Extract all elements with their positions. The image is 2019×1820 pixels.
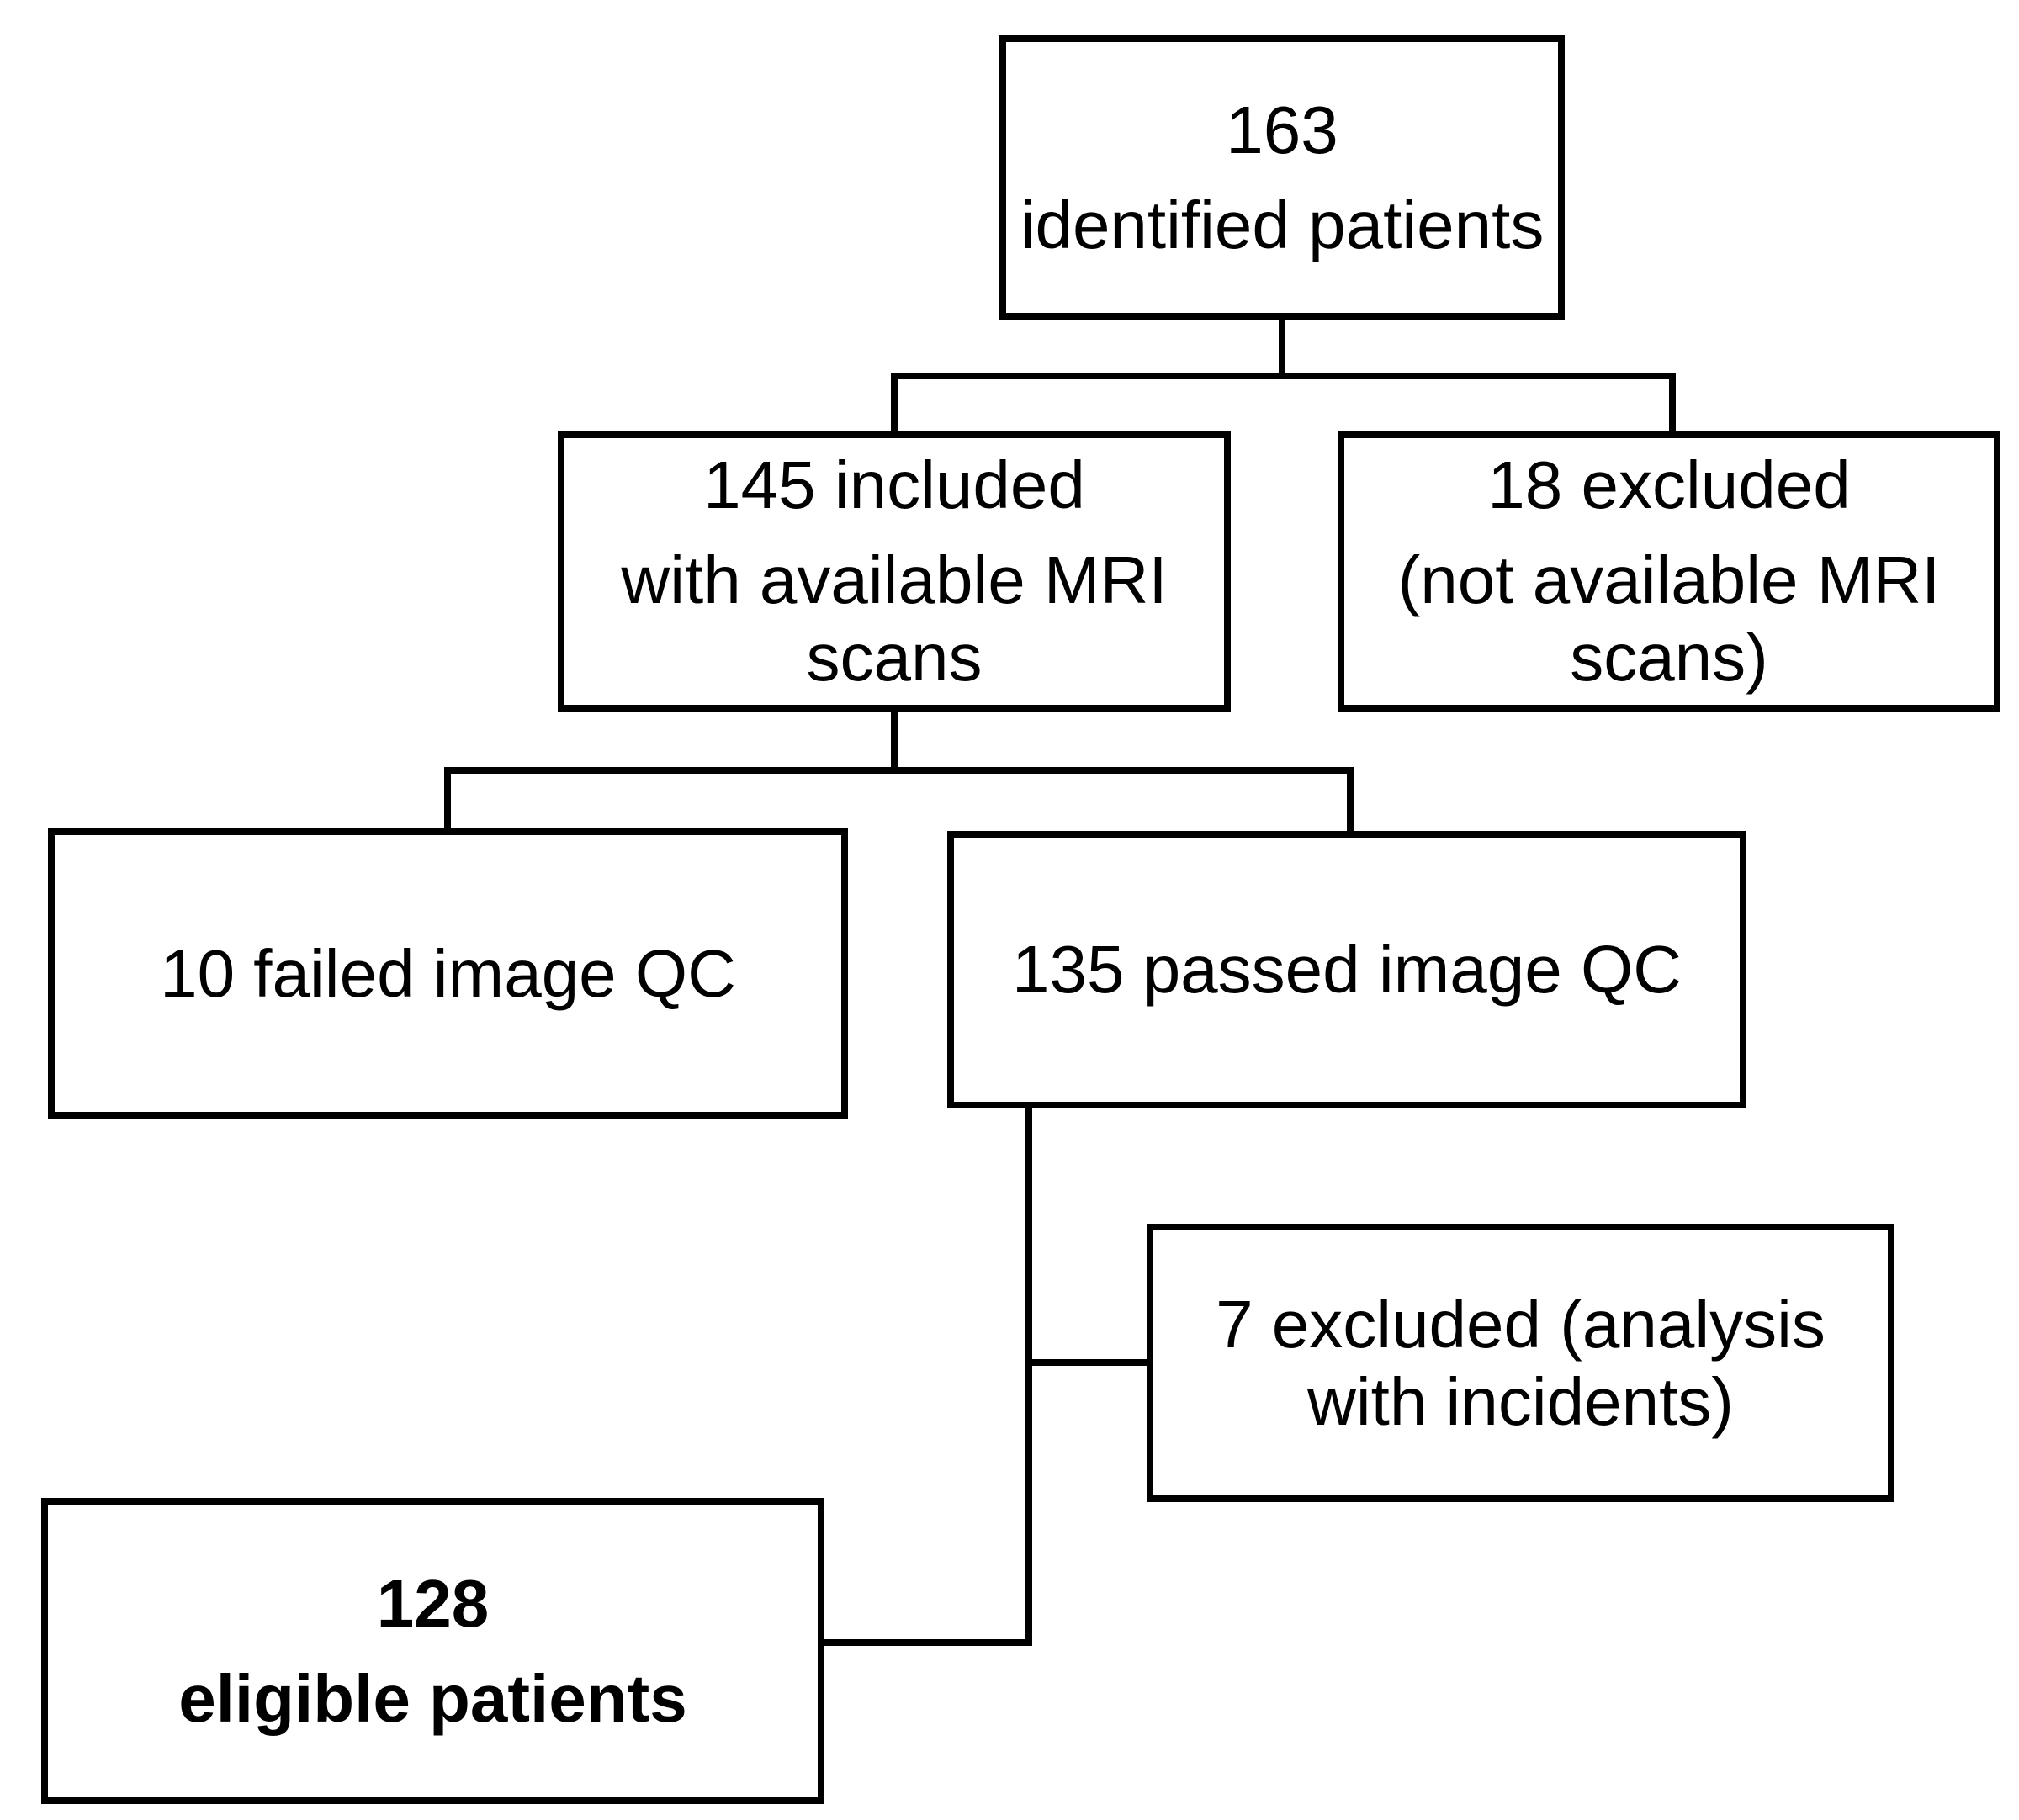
identified-count: 163 <box>1226 92 1338 167</box>
box-included-mri: 145 included with available MRI scans <box>558 431 1231 712</box>
eligible-label: eligible patients <box>178 1660 687 1736</box>
included-label-1: with available MRI <box>621 542 1168 617</box>
excluded-incidents-label-2: with incidents) <box>1307 1363 1734 1439</box>
excluded-label-1: (not available MRI <box>1397 542 1941 617</box>
connector-row3-drop-left <box>444 767 451 832</box>
connector-row2-drop-left <box>891 373 898 435</box>
identified-label: identified patients <box>1020 187 1545 262</box>
included-label-2: scans <box>806 620 983 695</box>
box-passed-qc: 135 passed image QC <box>947 831 1746 1108</box>
excluded-incidents-label-1: 7 excluded (analysis <box>1216 1286 1826 1362</box>
connector-row3-drop-right <box>1347 767 1354 832</box>
connector-passed-qc-down <box>1025 1107 1032 1646</box>
failed-qc-label: 10 failed image QC <box>160 935 736 1011</box>
connector-included-down <box>891 710 898 774</box>
passed-qc-label: 135 passed image QC <box>1011 932 1682 1007</box>
excluded-count: 18 excluded <box>1487 447 1851 522</box>
box-excluded-no-mri: 18 excluded (not available MRI scans) <box>1338 431 2000 712</box>
connector-to-eligible <box>823 1639 1032 1646</box>
connector-identified-down <box>1279 318 1285 379</box>
connector-row3-horizontal <box>444 767 1354 774</box>
excluded-label-2: scans) <box>1570 620 1768 695</box>
box-identified-patients: 163 identified patients <box>999 35 1565 320</box>
connector-row2-horizontal <box>891 373 1676 379</box>
box-eligible-patients: 128 eligible patients <box>41 1498 824 1804</box>
box-excluded-incidents: 7 excluded (analysis with incidents) <box>1147 1224 1894 1502</box>
connector-row2-drop-right <box>1669 373 1676 435</box>
eligible-count: 128 <box>376 1565 490 1641</box>
connector-stub-to-excluded-incidents <box>1025 1359 1151 1366</box>
included-count: 145 included <box>703 447 1085 522</box>
box-failed-qc: 10 failed image QC <box>48 828 848 1119</box>
